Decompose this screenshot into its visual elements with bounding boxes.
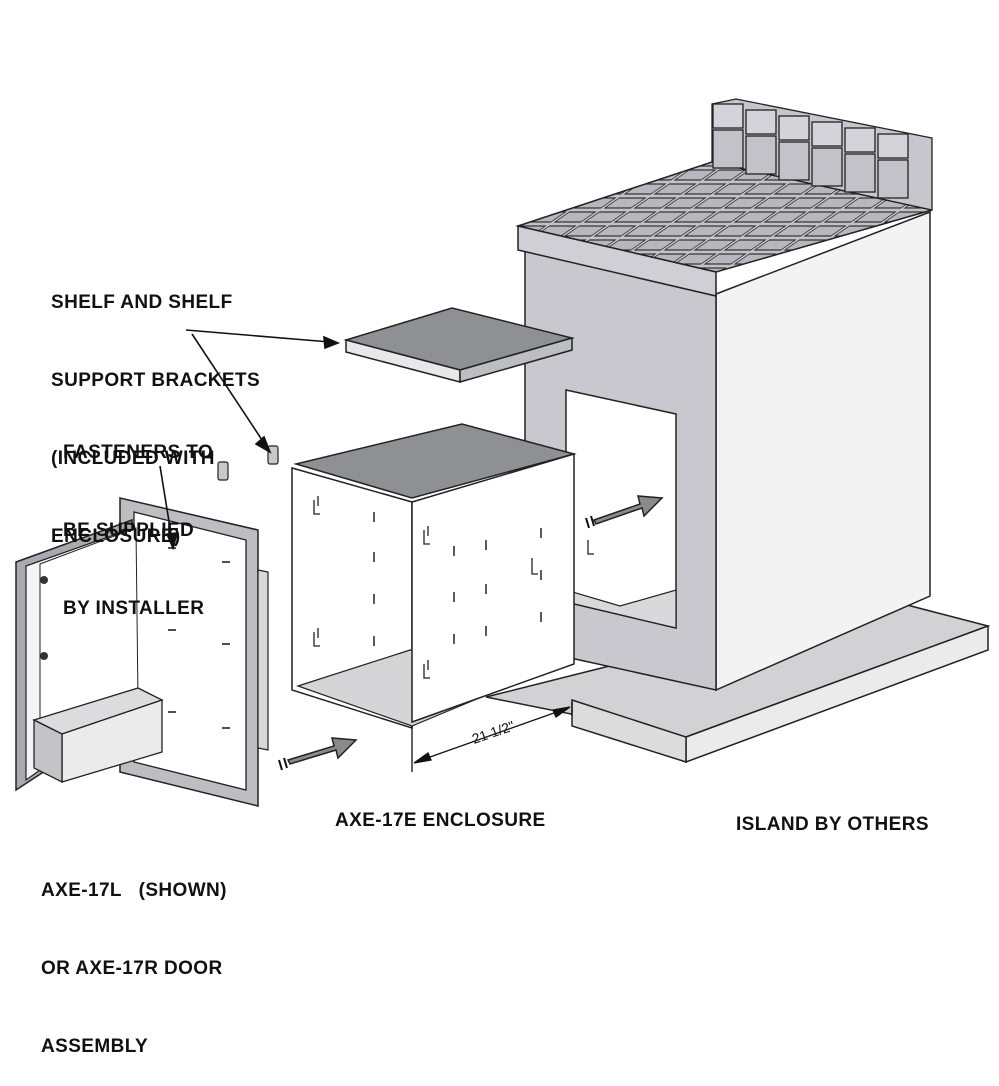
door-label-line-2: OR AXE-17R DOOR [41, 958, 223, 979]
door-assembly [15, 497, 269, 807]
island-opening [565, 389, 677, 629]
door-label-line-1: AXE-17L (SHOWN) [41, 880, 227, 901]
exploded-assembly-diagram: 21 1/2" [15, 98, 991, 807]
fastener-icon [313, 496, 594, 679]
enclosure-label: AXE-17E ENCLOSURE [335, 810, 546, 831]
fasteners-label-line-1: FASTENERS TO [63, 442, 214, 463]
island-slab-left [571, 698, 687, 764]
door-label-line-3: ASSEMBLY [41, 1036, 149, 1057]
enclosure-slots [373, 512, 542, 646]
shelf-label-line-1: SHELF AND SHELF [51, 292, 233, 313]
island-label: ISLAND BY OTHERS [736, 814, 929, 835]
enclosure [291, 423, 594, 730]
shelf-label-line-2: SUPPORT BRACKETS [51, 370, 261, 391]
door-fasteners [168, 547, 230, 729]
arrow-right-icon [286, 495, 664, 765]
leader-lines [159, 329, 341, 551]
shelf-label-line-4: ENCLOSURE) [51, 526, 181, 547]
door-assembly-label: AXE-17L (SHOWN) OR AXE-17R DOOR ASSEMBLY [41, 826, 227, 1086]
shelf-label: SHELF AND SHELF SUPPORT BRACKETS (INCLUD… [51, 238, 260, 576]
shelf-label-line-3: (INCLUDED WITH [51, 448, 215, 469]
shelf [343, 307, 575, 383]
fasteners-label: FASTENERS TO BE SUPPLIED BY INSTALLER [63, 388, 213, 648]
width-dimension [411, 702, 573, 772]
width-dimension-label: 21 1/2" [470, 717, 517, 746]
fasteners-label-line-3: BY INSTALLER [63, 598, 205, 619]
fasteners-label-line-2: BE SUPPLIED [63, 520, 195, 541]
bracket-icon [217, 445, 279, 481]
island-backsplash [711, 98, 933, 211]
arrow-tick-marks [278, 515, 595, 771]
island-countertop-edge [517, 225, 717, 297]
